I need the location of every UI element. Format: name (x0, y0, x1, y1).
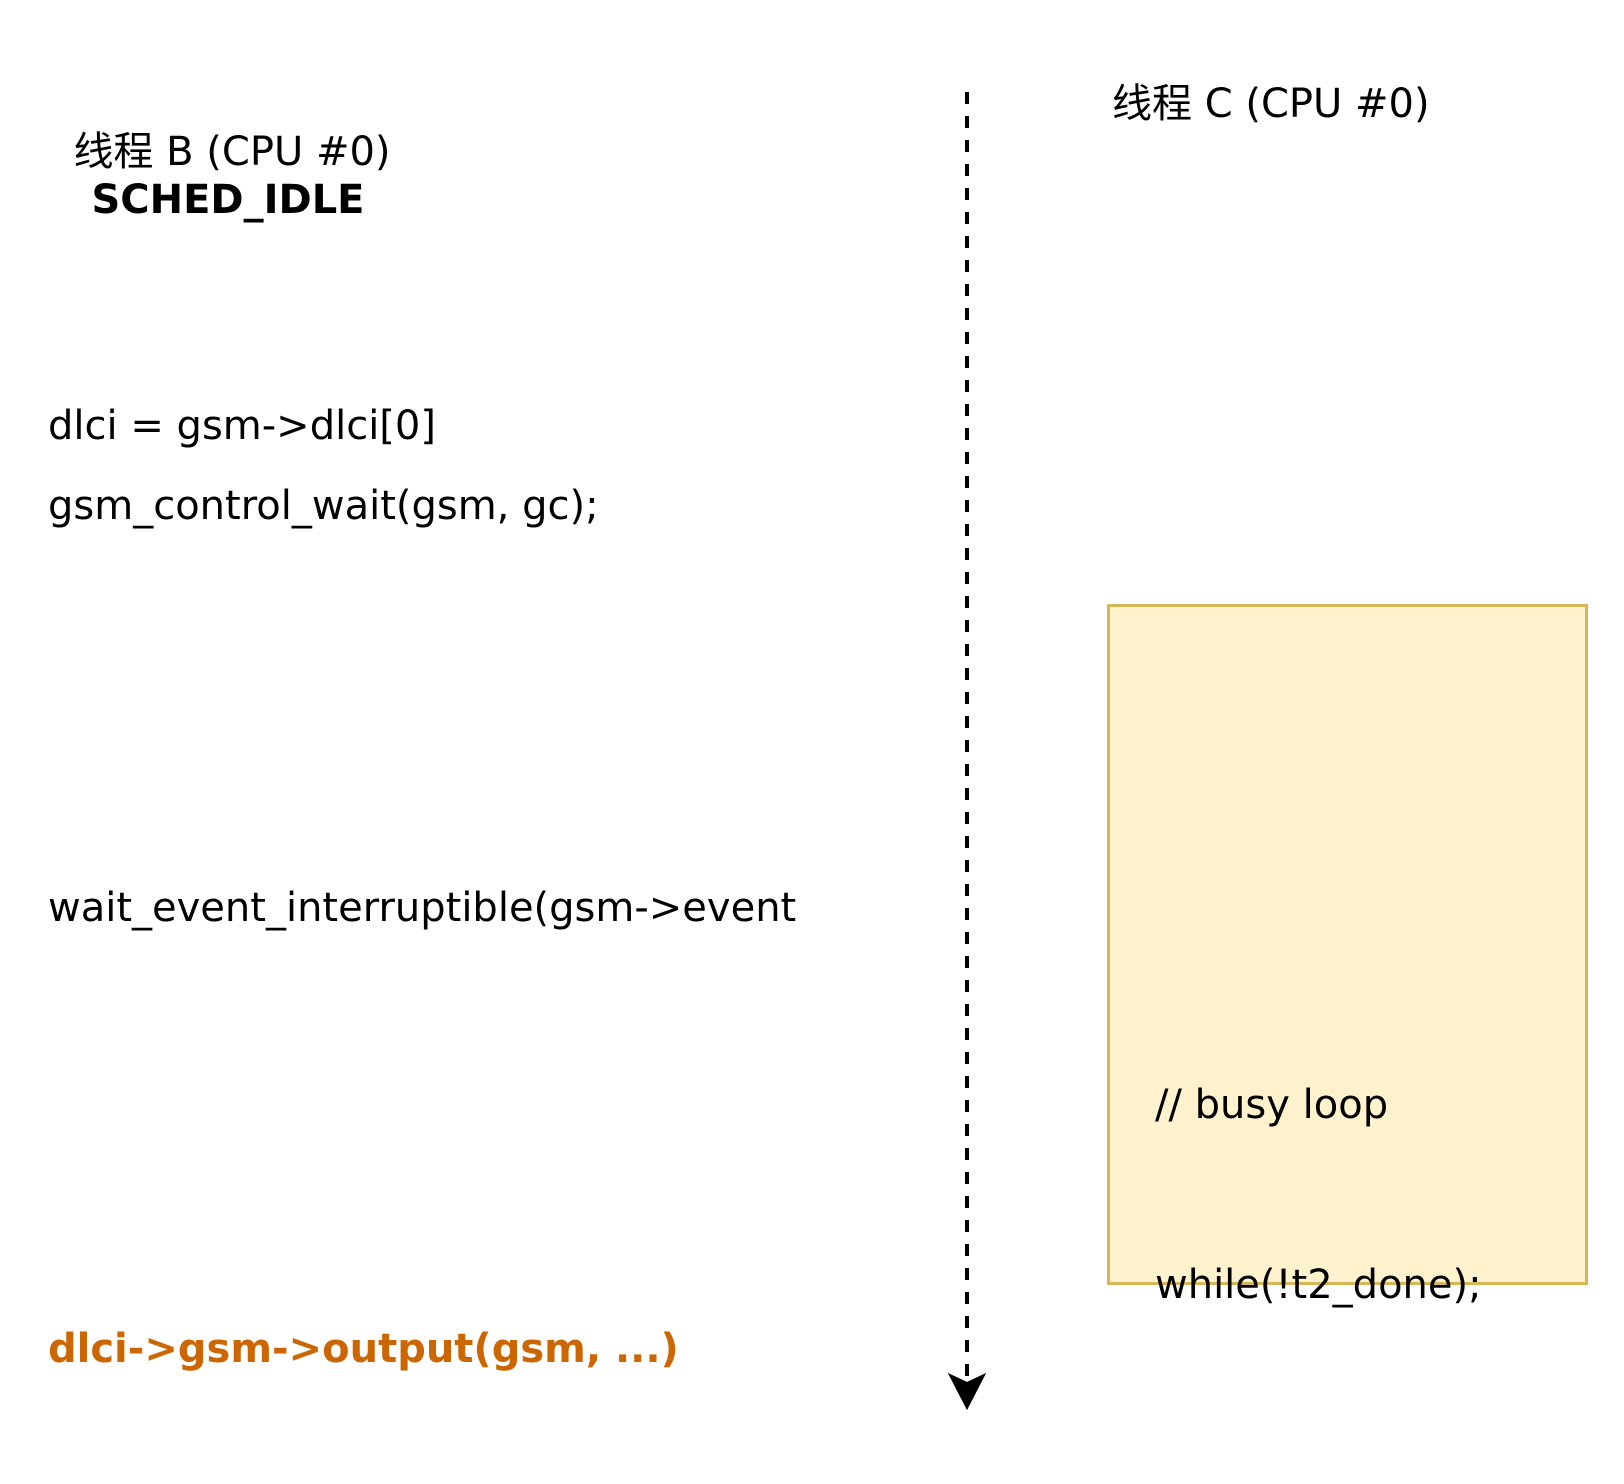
thread-b-line-dlci-assign: dlci = gsm->dlci[0] (48, 403, 436, 449)
timeline-arrowhead-icon (947, 1372, 987, 1411)
thread-b-line-wait-event: wait_event_interruptible(gsm->event (48, 885, 797, 931)
thread-b-header: 线程 B (CPU #0) SCHED_IDLE (48, 80, 391, 224)
thread-c-title: 线程 C (CPU #0) (1112, 81, 1430, 127)
thread-b-title: 线程 B (CPU #0) (73, 129, 391, 175)
thread-b-line-control-wait: gsm_control_wait(gsm, gc); (48, 483, 599, 529)
busy-loop-comment: // busy loop (1155, 1082, 1389, 1128)
busy-loop-text: // busy loop while(!t2_done); (1155, 955, 1482, 1375)
thread-b-line-output-call: dlci->gsm->output(gsm, ...) (48, 1326, 679, 1372)
busy-loop-box (1107, 604, 1588, 1285)
busy-loop-code: while(!t2_done); (1155, 1262, 1482, 1308)
thread-b-policy: SCHED_IDLE (91, 177, 365, 223)
